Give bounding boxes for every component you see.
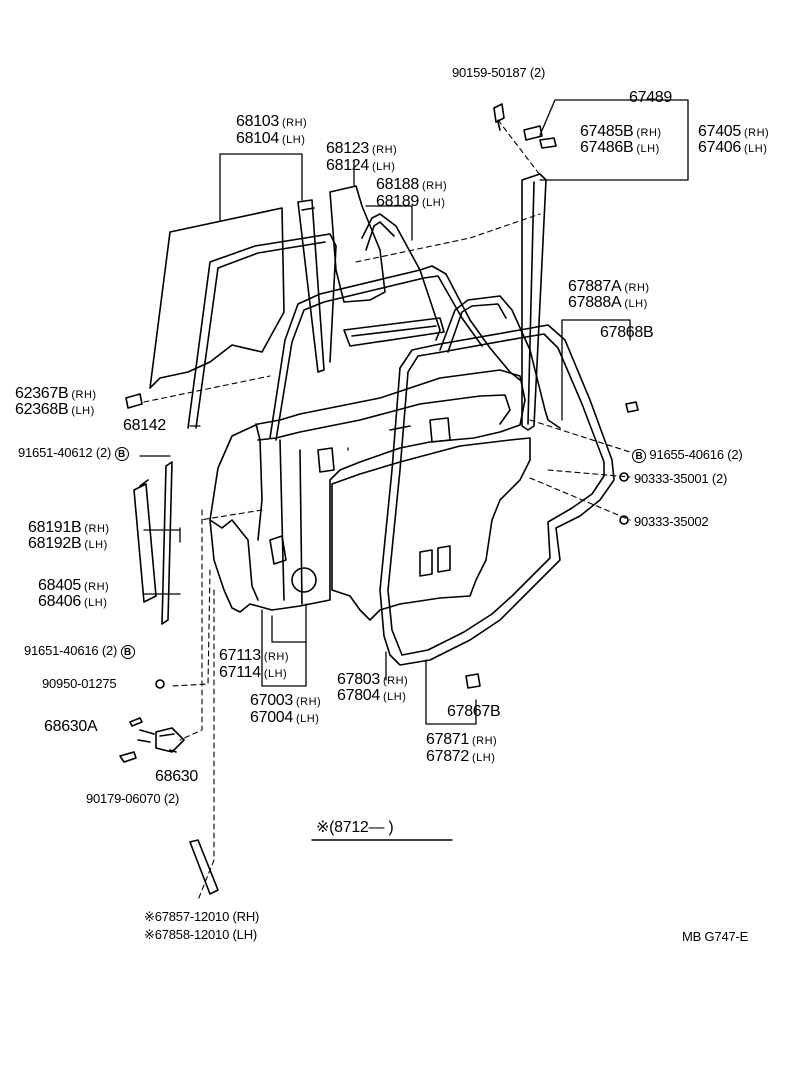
label-62367B: 62367B(RH) (15, 385, 97, 402)
label-90159-50187: 90159-50187 (2) (452, 65, 546, 80)
label-67406: 67406(LH) (698, 139, 768, 156)
date-note: ※(8712— ) (316, 819, 394, 836)
clip-top (493, 103, 505, 131)
clip-62367B (125, 393, 143, 409)
door-panel-edge (209, 423, 263, 601)
label-67887A: 67887A(RH) (568, 278, 650, 295)
rear-window-frame (361, 213, 441, 341)
label-67858-12010: ※67858-12010 (LH) (144, 927, 258, 942)
label-90333-35002: 90333-35002 (634, 514, 709, 529)
hinge-bolt (119, 717, 143, 763)
label-67803: 67803(RH) (337, 671, 409, 688)
clip-67867B (465, 673, 481, 689)
label-67486B: 67486B(LH) (580, 139, 660, 156)
label-67405: 67405(RH) (698, 123, 770, 140)
door-glass (149, 207, 285, 389)
label-62368B: 62368B(LH) (15, 401, 95, 418)
door-weatherstrip-inner (387, 333, 605, 656)
label-90950-01275: 90950-01275 (42, 676, 117, 691)
door-holes (269, 417, 451, 593)
channel-67405 (521, 173, 547, 431)
door-weatherstrip (379, 324, 615, 666)
cover-pad-1 (419, 545, 451, 577)
rear-fixed-glass (329, 185, 386, 303)
label-67868B: 67868B (600, 324, 654, 341)
window-frame-rear (133, 479, 157, 603)
door-panel (209, 369, 526, 613)
label-91655-40616: B 91655-40616 (2) (632, 448, 743, 463)
label-68124: 68124(LH) (326, 157, 396, 174)
label-68192B: 68192B(LH) (28, 535, 108, 552)
label-68191B: 68191B(RH) (28, 519, 110, 536)
belt-moulding (161, 461, 173, 625)
label-67871: 67871(RH) (426, 731, 498, 748)
label-67888A: 67888A(LH) (568, 294, 648, 311)
label-68406: 68406(LH) (38, 593, 108, 610)
label-68405: 68405(RH) (38, 577, 110, 594)
circle-b-marker: B (120, 645, 135, 659)
label-68630: 68630 (155, 768, 198, 785)
division-bar (297, 199, 325, 373)
label-68104: 68104(LH) (236, 130, 306, 147)
label-67857-12010: ※67857-12010 (RH) (144, 909, 260, 924)
circle-b-marker: B (114, 447, 129, 461)
figure-code: MB G747-E (682, 929, 749, 944)
label-67489: 67489 (629, 89, 672, 106)
label-67004: 67004(LH) (250, 709, 320, 726)
door-inner-panel (257, 394, 511, 605)
service-hole-cover (331, 437, 531, 621)
label-68630A: 68630A (44, 718, 98, 735)
label-67867B: 67867B (447, 703, 501, 720)
label-67113: 67113(RH) (219, 647, 290, 664)
label-67485B: 67485B(RH) (580, 123, 662, 140)
label-68103: 68103(RH) (236, 113, 308, 130)
label-90179-06070: 90179-06070 (2) (86, 791, 180, 806)
label-68189: 68189(LH) (376, 193, 446, 210)
door-hinge (137, 727, 185, 753)
label-91651-40616: 91651-40616 (2) B (24, 644, 135, 659)
label-67872: 67872(LH) (426, 748, 496, 765)
small-washers (155, 472, 629, 689)
label-68142: 68142 (123, 417, 166, 434)
lower-frame (343, 317, 445, 347)
opening-weatherstrip (269, 265, 521, 441)
clip-67485B (523, 125, 557, 149)
label-68123: 68123(RH) (326, 140, 398, 157)
screw-67868B (625, 401, 639, 413)
label-90333-35001: 90333-35001 (2) (634, 471, 728, 486)
label-67003: 67003(RH) (250, 692, 322, 709)
label-91651-40612: 91651-40612 (2) B (18, 446, 129, 461)
upper-weatherstrip (439, 295, 561, 429)
leader-lines (143, 119, 631, 901)
weatherstrip-piece (189, 839, 219, 895)
label-67114: 67114(LH) (219, 664, 288, 681)
label-68188: 68188(RH) (376, 176, 448, 193)
label-67804: 67804(LH) (337, 687, 407, 704)
circle-b-marker: B (632, 449, 646, 463)
